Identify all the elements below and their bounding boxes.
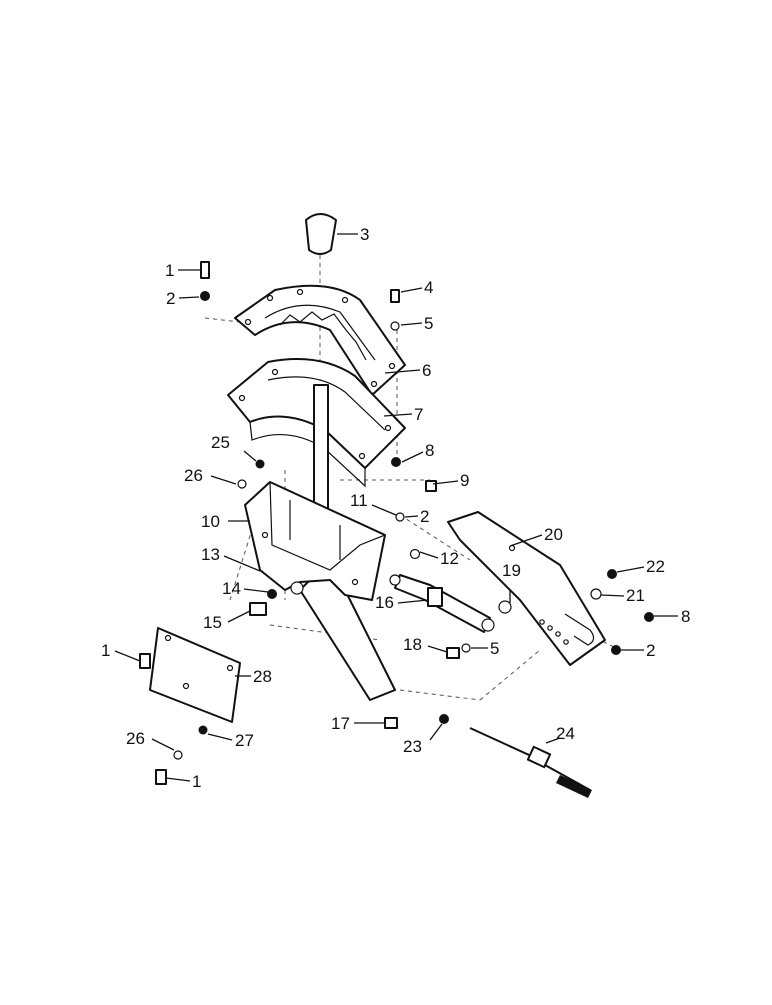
callout-18: 18 [403,635,422,654]
callout-23: 23 [403,737,422,756]
callout-16: 16 [375,593,394,612]
callout-8: 8 [425,441,434,460]
callout-25: 25 [211,433,230,452]
shift-knob [305,213,337,255]
callout-26: 26 [184,466,203,485]
right-bracket-plate [447,511,606,666]
callout-15: 15 [203,613,222,632]
callout-22: 22 [646,557,665,576]
callout-2: 2 [646,641,655,660]
callout-3: 3 [360,225,369,244]
shift-lever [299,384,396,701]
callout-4: 4 [424,278,433,297]
shift-cable [469,727,592,798]
callout-1: 1 [192,772,201,791]
callout-26: 26 [126,729,145,748]
callout-19: 19 [502,561,521,580]
callout-24: 24 [556,724,575,743]
callout-2: 2 [166,289,175,308]
callout-8: 8 [681,607,690,626]
callout-10: 10 [201,512,220,531]
callout-2: 2 [420,507,429,526]
callout-1: 1 [101,641,110,660]
callout-9: 9 [460,471,469,490]
callout-11: 11 [350,491,368,510]
callout-6: 6 [422,361,431,380]
callout-7: 7 [414,405,423,424]
callout-1: 1 [165,261,174,280]
callout-14: 14 [222,579,241,598]
shift-gate-plate [234,284,406,396]
callout-labels: 1 2 3 4 5 6 7 8 25 26 9 11 2 10 20 13 12… [101,225,690,791]
side-cover-plate [149,627,241,723]
callout-5: 5 [424,314,433,333]
lever-bracket [244,481,386,601]
callout-28: 28 [253,667,272,686]
fasteners [139,261,654,785]
callout-12: 12 [440,549,459,568]
callout-20: 20 [544,525,563,544]
callout-13: 13 [201,545,220,564]
callout-5: 5 [490,639,499,658]
leader-lines [114,233,678,782]
callout-17: 17 [331,714,350,733]
callout-27: 27 [235,731,254,750]
callout-21: 21 [626,586,645,605]
shift-linkage [389,574,495,633]
